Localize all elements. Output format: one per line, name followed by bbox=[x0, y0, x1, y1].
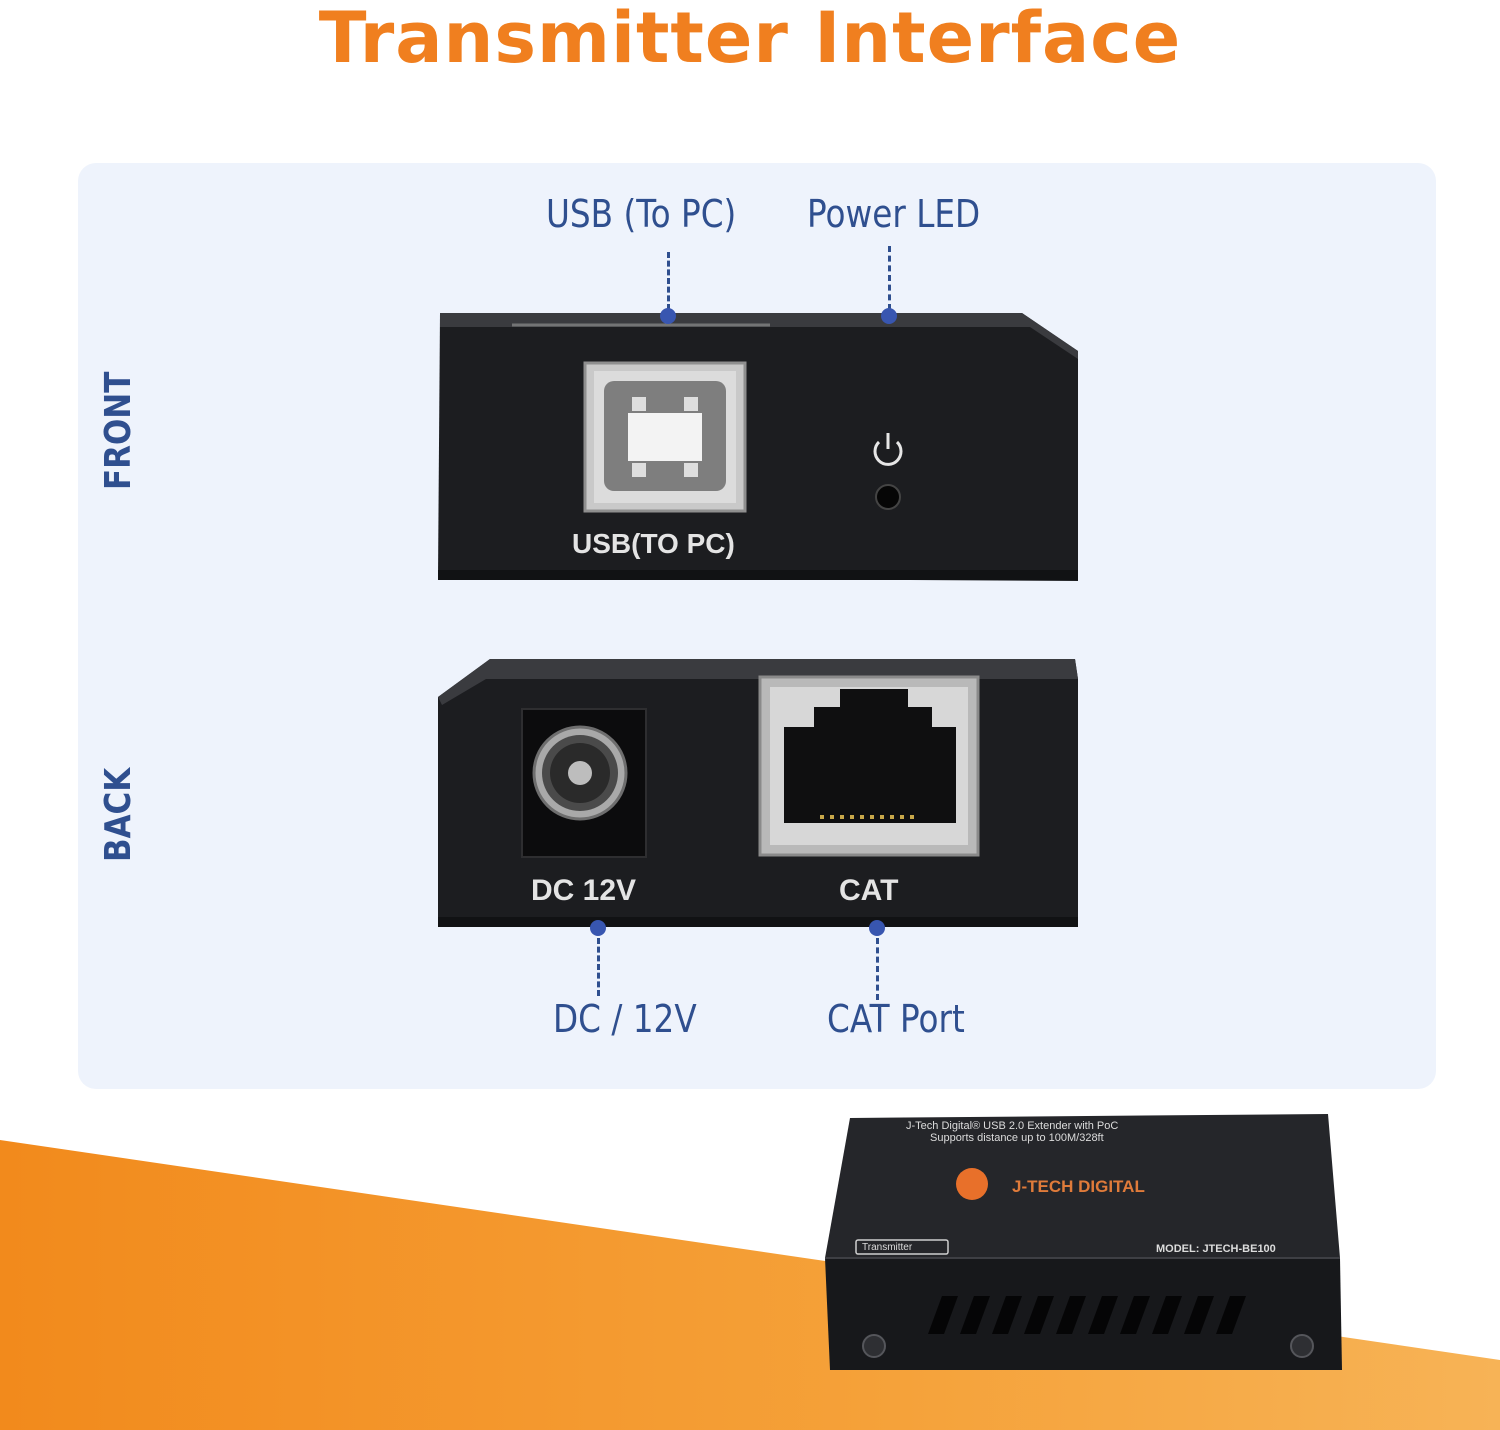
unit-brand: J-TECH DIGITAL bbox=[1012, 1177, 1145, 1196]
back-dc-label: DC 12V bbox=[531, 874, 637, 907]
unit-badge: Transmitter bbox=[862, 1242, 913, 1253]
callout-line-usb bbox=[667, 252, 670, 310]
callout-line-power bbox=[888, 246, 891, 310]
callout-dot-usb bbox=[660, 308, 676, 324]
callout-dot-dc bbox=[590, 920, 606, 936]
callout-usb-to-pc: USB (To PC) bbox=[546, 192, 737, 236]
interface-panel bbox=[78, 163, 1436, 1089]
callout-power-led: Power LED bbox=[807, 192, 981, 236]
unit-vents bbox=[928, 1296, 1246, 1334]
unit-model: MODEL: JTECH-BE100 bbox=[1156, 1243, 1276, 1255]
callout-dc-12v: DC / 12V bbox=[553, 997, 697, 1041]
callout-cat-port: CAT Port bbox=[827, 997, 965, 1041]
unit-line-1: J-Tech Digital® USB 2.0 Extender with Po… bbox=[906, 1120, 1119, 1132]
front-device bbox=[438, 313, 1078, 581]
front-usb-label: USB(TO PC) bbox=[572, 528, 735, 559]
unit-line-2: Supports distance up to 100M/328ft bbox=[930, 1132, 1104, 1144]
unit-screw-left bbox=[862, 1334, 886, 1358]
transmitter-unit bbox=[825, 1114, 1342, 1370]
back-label: BACK bbox=[98, 767, 139, 862]
page-title: Transmitter Interface bbox=[318, 0, 1182, 79]
callout-dot-cat bbox=[869, 920, 885, 936]
usb-b-port bbox=[583, 361, 747, 513]
callout-dot-power bbox=[881, 308, 897, 324]
power-led bbox=[875, 484, 901, 510]
back-device bbox=[438, 659, 1078, 927]
dc-jack bbox=[521, 708, 647, 858]
back-cat-label: CAT bbox=[839, 874, 899, 907]
callout-line-dc bbox=[597, 938, 600, 996]
unit-logo-icon bbox=[956, 1168, 988, 1200]
unit-screw-right bbox=[1290, 1334, 1314, 1358]
front-label: FRONT bbox=[98, 371, 139, 490]
callout-line-cat bbox=[876, 938, 879, 1000]
power-icon bbox=[873, 433, 903, 466]
rj45-port bbox=[758, 675, 980, 857]
